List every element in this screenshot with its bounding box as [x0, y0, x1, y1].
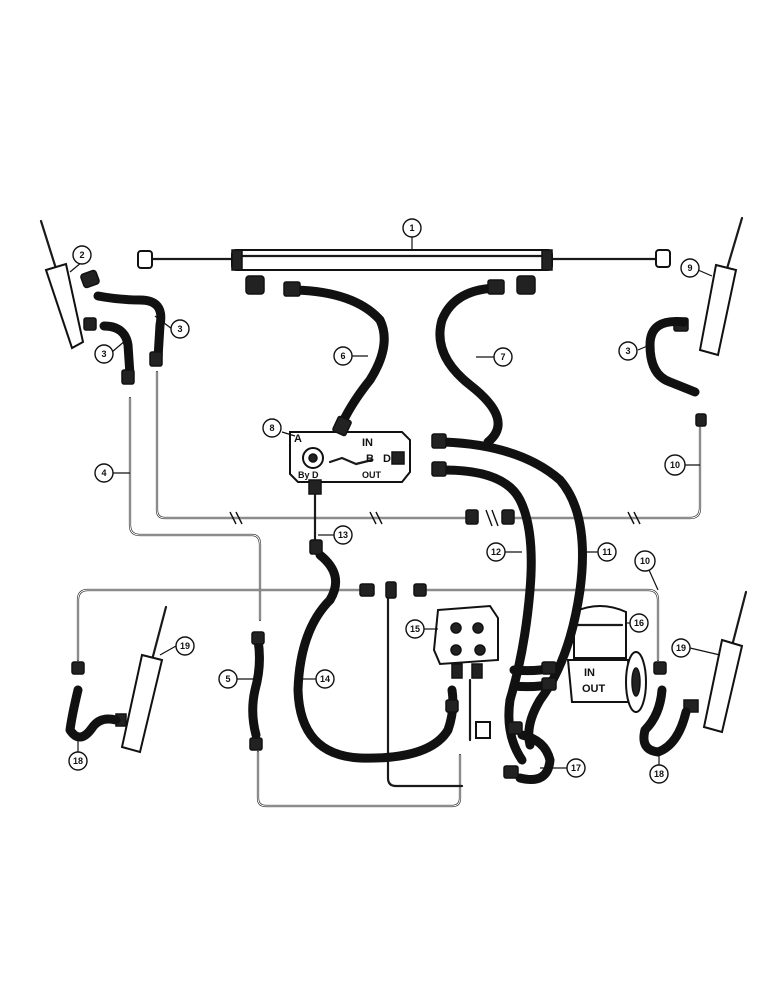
callout-9-number: 9 [687, 263, 692, 273]
callout-13-number: 13 [338, 530, 348, 540]
valve-mark-d: D [383, 453, 391, 465]
steering-control-block [432, 604, 499, 739]
callout-2-number: 2 [79, 250, 84, 260]
callout-18-left: 18 [68, 751, 88, 771]
valve-mark-byd: By D [298, 470, 319, 480]
callout-3-left-upper: 3 [170, 319, 190, 339]
callout-1-number: 1 [409, 223, 414, 233]
pump-mark-out: OUT [582, 683, 606, 695]
valve-mark-a: A [294, 433, 302, 445]
callout-1: 1 [402, 218, 422, 238]
callout-7: 7 [493, 347, 513, 367]
callout-7-number: 7 [500, 352, 505, 362]
callout-9: 9 [680, 258, 700, 278]
left-lift-cylinder [39, 219, 100, 350]
callout-3a-number: 3 [177, 324, 182, 334]
callout-10-lower: 10 [634, 550, 656, 572]
callout-16: 16 [629, 613, 649, 633]
valve-mark-out: OUT [362, 470, 382, 480]
lower-right-cylinder [683, 590, 748, 734]
callout-19-right: 19 [671, 638, 691, 658]
callout-11: 11 [597, 542, 617, 562]
callout-15: 15 [405, 619, 425, 639]
callout-14-number: 14 [320, 674, 330, 684]
callout-3b-number: 3 [101, 349, 106, 359]
callout-19a-number: 19 [180, 641, 190, 651]
callout-12-number: 12 [491, 547, 501, 557]
callout-10a-number: 10 [670, 460, 680, 470]
callout-2: 2 [72, 245, 92, 265]
callout-11-number: 11 [602, 547, 612, 557]
callout-12: 12 [486, 542, 506, 562]
callout-13: 13 [333, 525, 353, 545]
callout-16-number: 16 [634, 618, 644, 628]
callout-4: 4 [94, 463, 114, 483]
valve-mark-in: IN [362, 437, 373, 449]
callout-17: 17 [566, 758, 586, 778]
valve-mark-b: B [366, 453, 374, 465]
pump-reservoir [566, 605, 647, 713]
callout-6: 6 [333, 346, 353, 366]
callout-8-number: 8 [269, 423, 274, 433]
callout-17-number: 17 [571, 763, 581, 773]
callout-5: 5 [218, 669, 238, 689]
callout-10b-number: 10 [640, 556, 650, 566]
callout-3-right: 3 [618, 341, 638, 361]
callout-4-number: 4 [101, 468, 106, 478]
lower-left-cylinder [115, 605, 168, 754]
callout-18-right: 18 [649, 764, 669, 784]
callout-10-upper: 10 [664, 454, 686, 476]
callout-3c-number: 3 [625, 346, 630, 356]
callout-15-number: 15 [410, 624, 420, 634]
tube-lines [76, 370, 702, 808]
steering-cylinder [137, 249, 671, 295]
line-break-marks [229, 509, 641, 527]
callout-18b-number: 18 [654, 769, 664, 779]
callout-8: 8 [262, 418, 282, 438]
hoses [65, 283, 700, 784]
control-valve [289, 431, 411, 495]
callout-18a-number: 18 [73, 756, 83, 766]
callout-14: 14 [315, 669, 335, 689]
callout-19b-number: 19 [676, 643, 686, 653]
right-lift-cylinder [673, 216, 744, 357]
pump-mark-in: IN [584, 667, 595, 679]
callout-19-left: 19 [175, 636, 195, 656]
callout-3-left-lower: 3 [94, 344, 114, 364]
hose-fittings [71, 279, 707, 779]
callout-5-number: 5 [225, 674, 230, 684]
callout-6-number: 6 [340, 351, 345, 361]
